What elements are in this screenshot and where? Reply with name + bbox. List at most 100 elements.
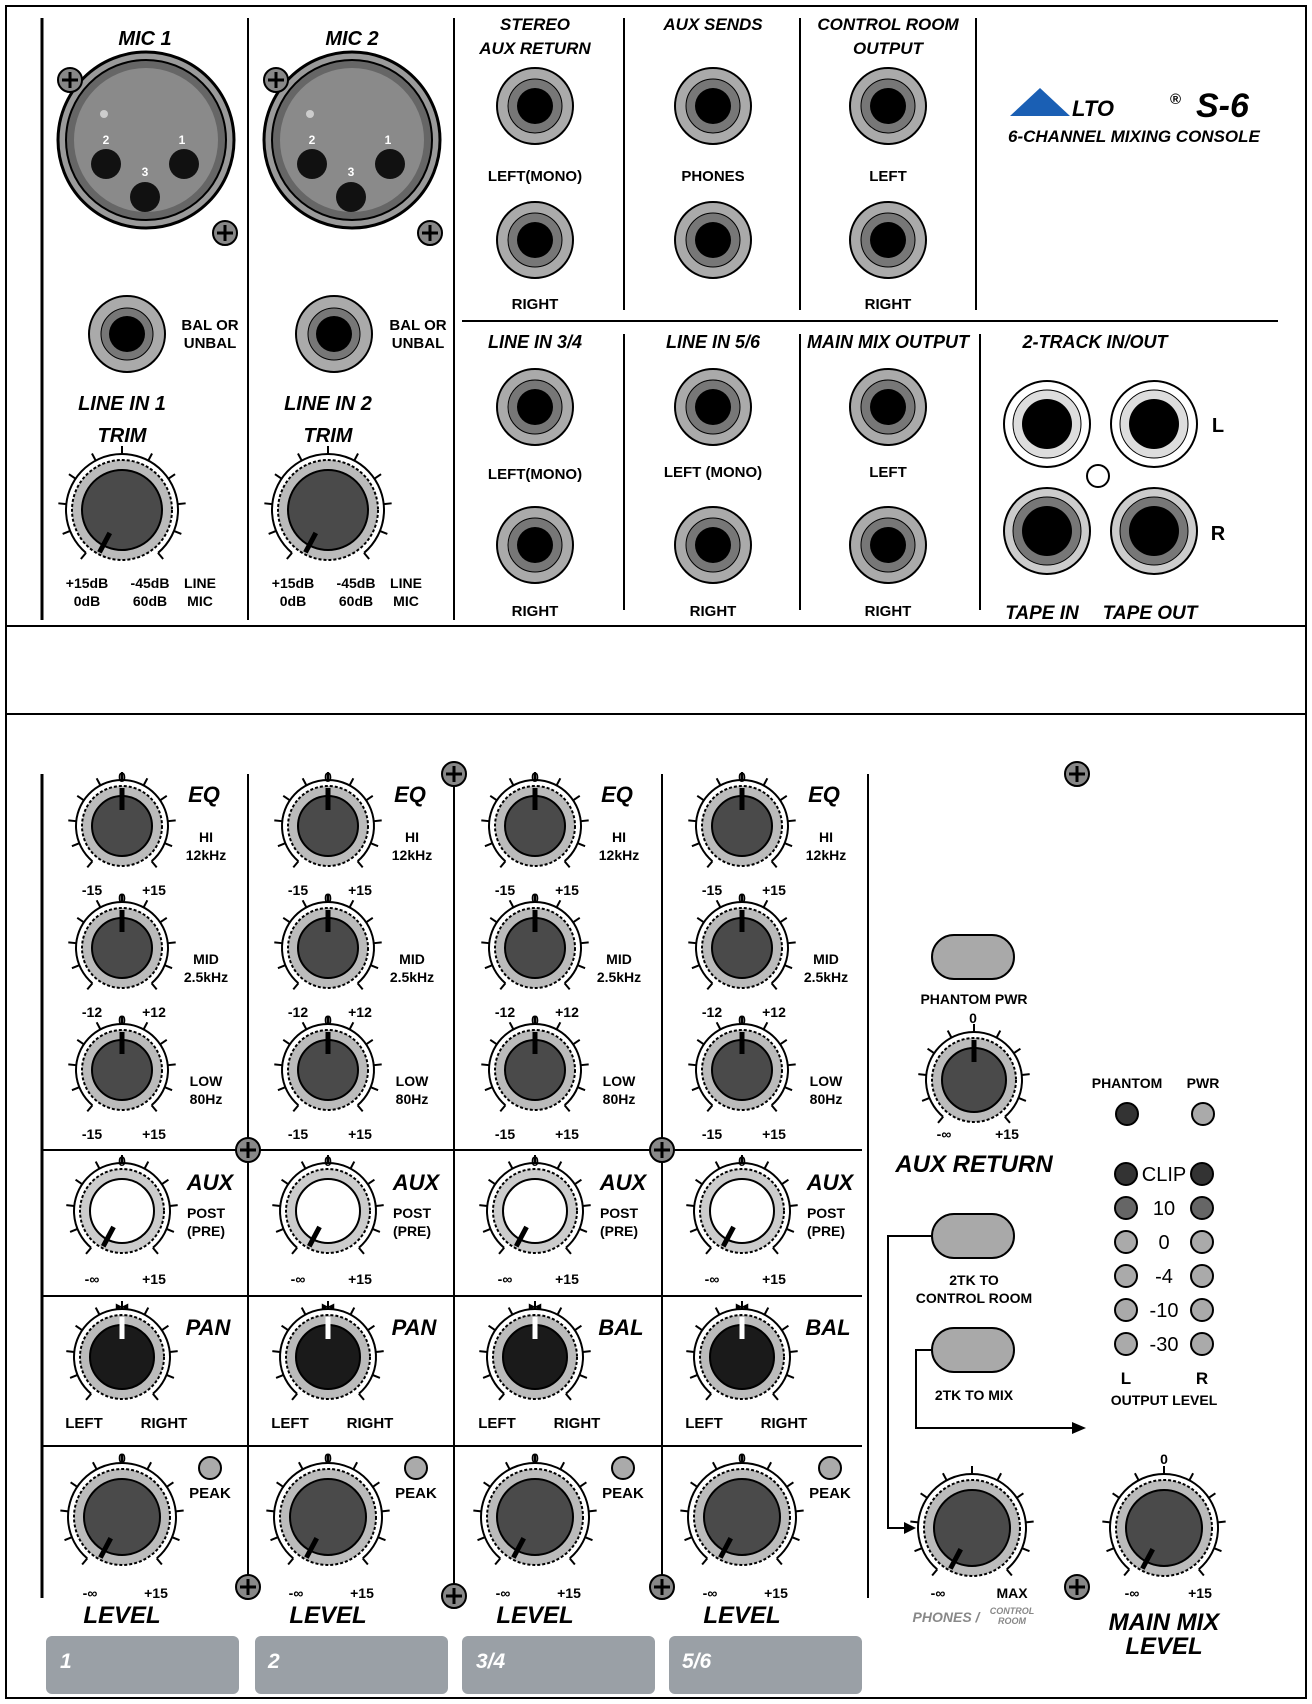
peak-label: PEAK <box>189 1485 231 1502</box>
2tk-to-mix-button[interactable] <box>931 1327 1015 1373</box>
eq-hi-knob-ch34[interactable] <box>481 772 589 869</box>
trim-scale: +15dB <box>66 575 108 591</box>
channel-strip-ch2: EQ0HI12kHz-15+150MID2.5kHz-12+120LOW80Hz… <box>266 769 441 1629</box>
aux-return-knob[interactable] <box>918 1024 1030 1124</box>
control-room-right-jack[interactable] <box>849 201 927 279</box>
trim-knob-2[interactable] <box>264 446 392 561</box>
aux-label: AUX <box>186 1170 235 1195</box>
level-knob-ch34[interactable] <box>473 1455 597 1566</box>
aux-post: POST <box>807 1205 846 1221</box>
line-in-2-jack[interactable] <box>295 295 373 373</box>
channel-tab-56 <box>669 1636 862 1694</box>
xlr-input-mic1[interactable]: 2 1 3 <box>56 50 236 230</box>
line-in-34-left-jack[interactable] <box>496 368 574 446</box>
xlr-input-mic2[interactable]: 2 1 3 <box>262 50 442 230</box>
output-level-label: OUTPUT LEVEL <box>1111 1392 1218 1408</box>
mount-screw <box>649 1574 675 1600</box>
control-room-left-jack[interactable] <box>849 67 927 145</box>
line-in-1-jack[interactable] <box>88 295 166 373</box>
mount-screw <box>649 1137 675 1163</box>
phones-control-room-knob[interactable] <box>910 1466 1034 1577</box>
eq-mid-knob-ch2[interactable] <box>274 894 382 991</box>
eq-scale: +15 <box>142 1126 166 1142</box>
aux-send-jack[interactable] <box>674 67 752 145</box>
phantom-pwr-button[interactable] <box>931 934 1015 980</box>
pan-label: BAL <box>805 1315 850 1340</box>
eq-low-freq: 80Hz <box>190 1091 223 1107</box>
peak-led <box>198 1456 222 1480</box>
level-label: LEVEL <box>289 1602 366 1629</box>
eq-hi-label: HI <box>199 829 213 845</box>
svg-text:1: 1 <box>179 133 186 147</box>
aux-scale: -∞ <box>498 1271 513 1287</box>
meter-led-l <box>1114 1264 1138 1288</box>
trim-scale: 60dB <box>133 593 167 609</box>
pan-knob-ch2[interactable] <box>272 1301 384 1401</box>
level-knob-ch2[interactable] <box>266 1455 390 1566</box>
phones-jack[interactable] <box>674 201 752 279</box>
pan-label: BAL <box>598 1315 643 1340</box>
aux-scale: -∞ <box>705 1271 720 1287</box>
stereo-aux-return-left-jack[interactable] <box>496 67 574 145</box>
eq-low-knob-ch1[interactable] <box>68 1016 176 1113</box>
jack-label: RIGHT <box>865 296 912 313</box>
phantom-led <box>1115 1102 1139 1126</box>
2tk-to-control-room-button[interactable] <box>931 1213 1015 1259</box>
eq-hi-knob-ch1[interactable] <box>68 772 176 869</box>
eq-mid-knob-ch34[interactable] <box>481 894 589 991</box>
peak-label: PEAK <box>809 1485 851 1502</box>
eq-mid-label: MID <box>813 951 839 967</box>
main-mix-left-jack[interactable] <box>849 368 927 446</box>
pan-knob-ch1[interactable] <box>66 1301 178 1401</box>
eq-hi-knob-ch56[interactable] <box>688 772 796 869</box>
meter-scale-label: -4 <box>1155 1266 1173 1288</box>
aux-knob-ch2[interactable] <box>272 1155 384 1255</box>
eq-mid-knob-ch56[interactable] <box>688 894 796 991</box>
eq-low-knob-ch34[interactable] <box>481 1016 589 1113</box>
brand-logo-triangle <box>1010 88 1070 116</box>
main-mix-level-knob[interactable] <box>1102 1466 1226 1577</box>
pan-label: PAN <box>186 1315 232 1340</box>
aux-knob-ch34[interactable] <box>479 1155 591 1255</box>
jack-label: RIGHT <box>865 603 912 620</box>
pan-knob-ch56[interactable] <box>686 1301 798 1401</box>
level-knob-ch1[interactable] <box>60 1455 184 1566</box>
channel-tab-2 <box>255 1636 448 1694</box>
aux-return-p15: +15 <box>995 1126 1019 1142</box>
rca-tape-out-r[interactable] <box>1110 487 1198 575</box>
brand-logo: LTO <box>1072 96 1114 121</box>
aux-knob-ch56[interactable] <box>686 1155 798 1255</box>
mount-screw <box>1064 1574 1090 1600</box>
eq-low-knob-ch56[interactable] <box>688 1016 796 1113</box>
channel-tab-label: 1 <box>60 1650 72 1673</box>
aux-knob-ch1[interactable] <box>66 1155 178 1255</box>
main-mix-zero: 0 <box>1160 1451 1168 1467</box>
peak-led <box>404 1456 428 1480</box>
stereo-aux-return-right-jack[interactable] <box>496 201 574 279</box>
pan-right: RIGHT <box>554 1415 601 1432</box>
main-mix-right-jack[interactable] <box>849 506 927 584</box>
line-in-56-right-jack[interactable] <box>674 506 752 584</box>
meter-led-r <box>1190 1264 1214 1288</box>
line-in-34-right-jack[interactable] <box>496 506 574 584</box>
pan-left: LEFT <box>478 1415 516 1432</box>
rca-tape-out-l[interactable] <box>1110 380 1198 468</box>
eq-mid-knob-ch1[interactable] <box>68 894 176 991</box>
pan-knob-ch34[interactable] <box>479 1301 591 1401</box>
eq-label: EQ <box>808 782 840 807</box>
rca-tape-in-r[interactable] <box>1003 487 1091 575</box>
mount-screw <box>57 67 83 93</box>
rca-tape-in-l[interactable] <box>1003 380 1091 468</box>
level-label: LEVEL <box>703 1602 780 1629</box>
channel-tab-label: 3/4 <box>476 1650 506 1673</box>
eq-scale: -15 <box>702 1126 722 1142</box>
meter-led-l <box>1114 1298 1138 1322</box>
meter-led-r <box>1190 1332 1214 1356</box>
eq-low-knob-ch2[interactable] <box>274 1016 382 1113</box>
eq-hi-knob-ch2[interactable] <box>274 772 382 869</box>
eq-hi-freq: 12kHz <box>392 847 432 863</box>
line-in-56-left-jack[interactable] <box>674 368 752 446</box>
level-knob-ch56[interactable] <box>680 1455 804 1566</box>
trim-knob-1[interactable] <box>58 446 186 561</box>
trim-scale: 0dB <box>280 593 306 609</box>
